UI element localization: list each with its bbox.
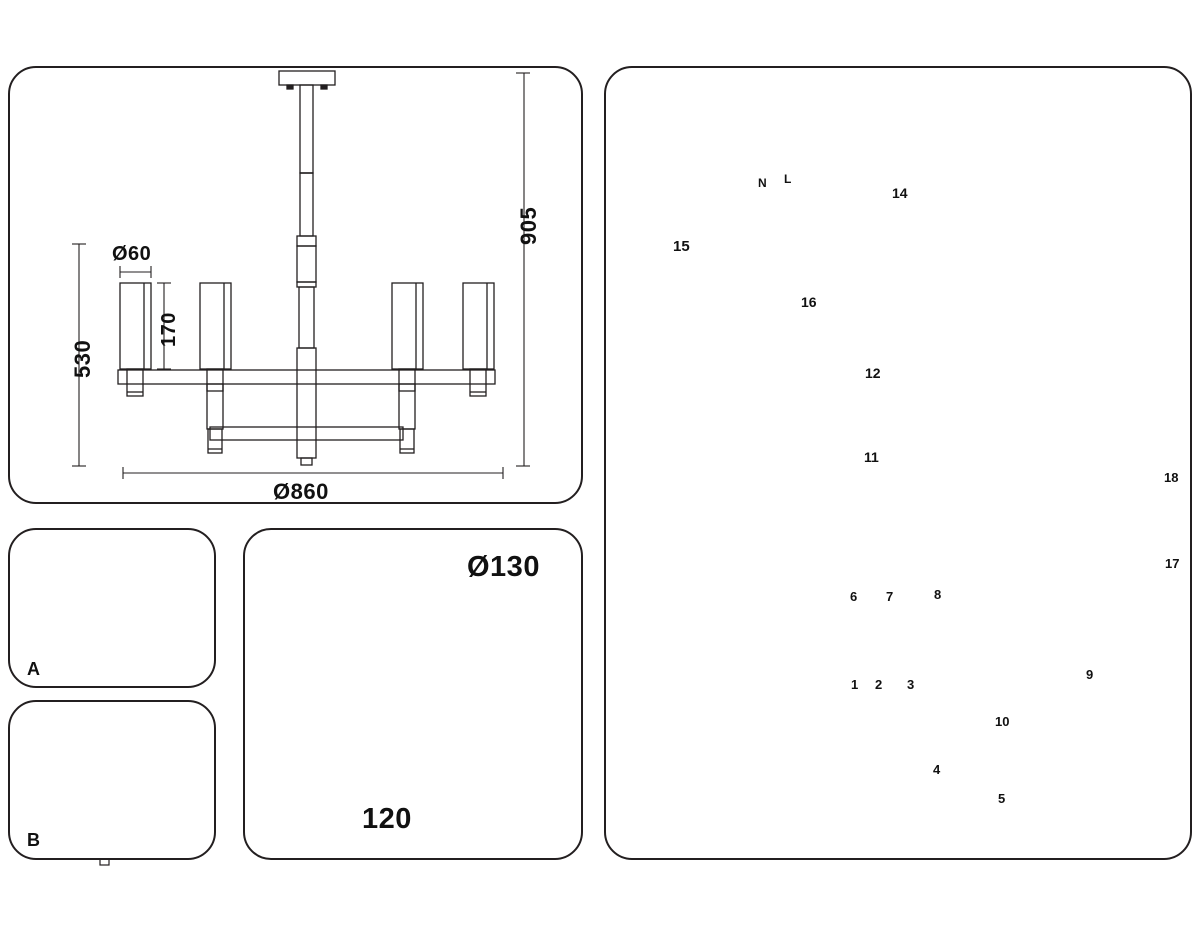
callout-4: 4 <box>933 762 941 777</box>
callout-3: 3 <box>907 677 915 692</box>
callout-9: 9 <box>1086 667 1094 682</box>
callout-15: 15 <box>673 238 690 255</box>
dim-d60: Ø60 <box>112 243 152 265</box>
callout-17: 17 <box>1165 556 1180 571</box>
panel-letter-a: A <box>27 659 40 679</box>
dim-d130: Ø130 <box>467 551 540 583</box>
callout-18: 18 <box>1164 470 1179 485</box>
terminal-label-n: N <box>758 176 767 190</box>
callout-11: 11 <box>864 449 879 465</box>
dim-170: 170 <box>158 312 180 347</box>
callout-1: 1 <box>851 677 859 692</box>
callout-16: 16 <box>801 294 817 310</box>
callout-7: 7 <box>886 589 894 604</box>
callout-5: 5 <box>998 791 1006 806</box>
panel-step-a <box>8 528 216 688</box>
callout-10: 10 <box>995 714 1010 729</box>
callout-6: 6 <box>850 589 858 604</box>
callout-2: 2 <box>875 677 883 692</box>
dimension-lines-main <box>72 72 530 479</box>
panel-step-b <box>8 700 216 860</box>
dim-530: 530 <box>70 339 95 378</box>
dim-120: 120 <box>362 803 412 835</box>
panel-assembly <box>604 66 1192 860</box>
panel-canopy-plan <box>243 528 583 860</box>
callout-12: 12 <box>865 365 881 381</box>
panel-letter-b: B <box>27 830 40 850</box>
callout-8: 8 <box>934 587 942 602</box>
dim-d860: Ø860 <box>273 479 329 504</box>
terminal-label-l: L <box>784 172 792 186</box>
dim-905: 905 <box>516 206 541 245</box>
chandelier-elevation <box>117 70 496 466</box>
callout-14: 14 <box>892 185 908 201</box>
